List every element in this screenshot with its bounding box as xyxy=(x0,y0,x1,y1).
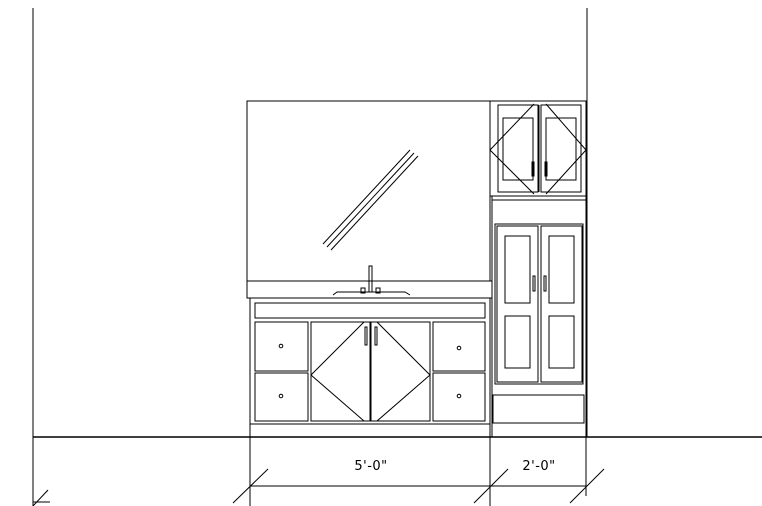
vanity-width-dimension: 5'-0" xyxy=(354,459,387,474)
upper-pull-left xyxy=(531,161,535,177)
mirror xyxy=(246,100,491,282)
door-pull-right xyxy=(374,326,378,346)
tower-door-left-lower-panel xyxy=(504,315,531,369)
tower-lower-cabinet xyxy=(491,195,587,438)
tower-width-dimension: 2'-0" xyxy=(522,459,555,474)
vanity-right-drawer-upper xyxy=(432,321,486,372)
upper-diamond-right xyxy=(545,103,587,195)
tower-door-left-upper-panel xyxy=(504,235,531,304)
upper-door-left xyxy=(497,104,539,193)
tower-pull-left xyxy=(532,275,536,292)
tower-door-right-upper-panel xyxy=(548,235,575,304)
tower-bottom-drawer xyxy=(492,394,585,424)
door-diamond-right xyxy=(376,321,431,422)
room-outline xyxy=(32,8,762,506)
mirror-reflection-line-2 xyxy=(326,152,415,248)
drawer-knob xyxy=(278,343,284,349)
faucet-handle-right xyxy=(375,287,381,294)
mirror-reflection-line-3 xyxy=(330,155,419,251)
tower-door-right xyxy=(540,225,583,383)
door-diamond-left xyxy=(310,321,365,422)
upper-door-right-panel xyxy=(545,117,577,181)
drawer-knob xyxy=(456,393,462,399)
dim-tick-middle xyxy=(473,468,509,504)
tower-door-frame xyxy=(494,223,584,385)
vanity-door-left xyxy=(310,321,371,422)
tower-pull-right xyxy=(543,275,547,292)
tower-upper-cabinet xyxy=(489,100,587,197)
vanity-top-drawer xyxy=(254,302,486,319)
dim-tick-right xyxy=(569,468,605,504)
tower-door-left xyxy=(496,225,539,383)
drawer-knob xyxy=(278,393,284,399)
door-pull-left xyxy=(364,326,368,346)
tower-door-right-lower-panel xyxy=(548,315,575,369)
vanity-left-drawer-upper xyxy=(254,321,309,372)
mirror-reflection-line-1 xyxy=(322,149,411,245)
dim-tick-left xyxy=(232,468,269,504)
vanity-door-right xyxy=(370,321,431,422)
upper-door-left-panel xyxy=(502,117,534,181)
mirror-frame xyxy=(246,100,491,282)
drawer-knob xyxy=(456,345,462,351)
vanity-right-drawer-lower xyxy=(432,372,486,422)
faucet-handle-left xyxy=(360,287,366,294)
upper-diamond-left xyxy=(489,103,535,195)
upper-pull-right xyxy=(544,161,548,177)
vanity-cabinet xyxy=(249,297,491,437)
dimension-lines xyxy=(232,424,605,506)
faucet-spout xyxy=(368,265,373,293)
upper-door-right xyxy=(540,104,582,193)
vanity-left-drawer-lower xyxy=(254,372,309,422)
corner-mark xyxy=(32,489,49,506)
faucet xyxy=(360,265,381,294)
tower-body xyxy=(491,195,587,438)
